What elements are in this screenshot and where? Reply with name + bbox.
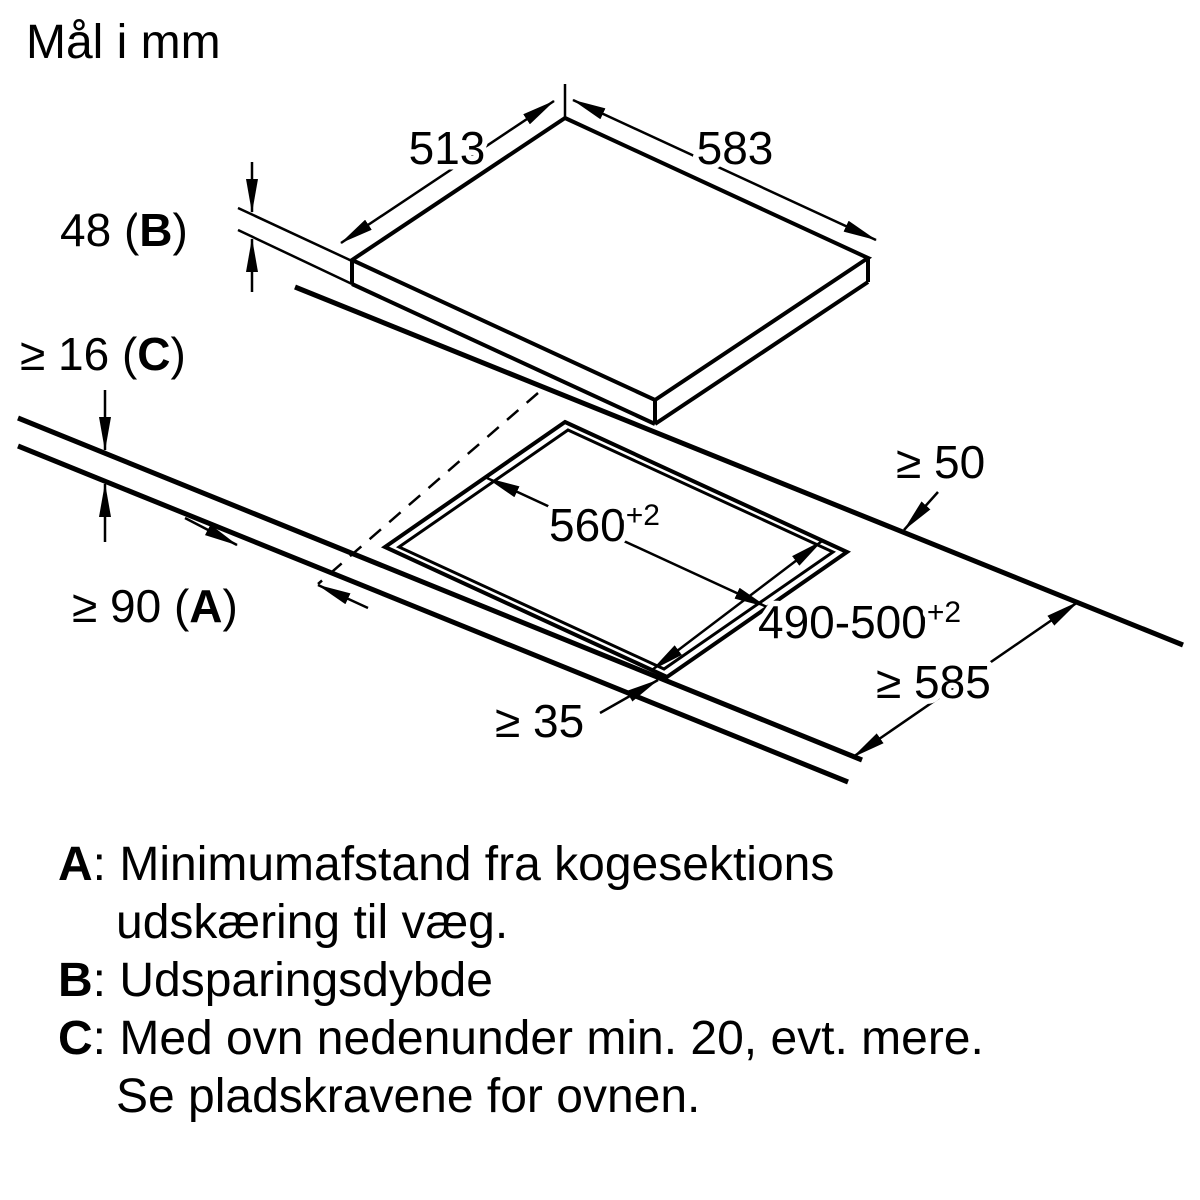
- worktop-back-wall-line: [294, 284, 1184, 648]
- legend-letter-c: C: [58, 1012, 93, 1065]
- page-title: Mål i mm: [26, 16, 221, 69]
- dim-label-front-clearance: ≥ 35: [495, 695, 584, 747]
- dim-hob-depth: [572, 98, 877, 242]
- dim-arrow-side-clearance-lower: [317, 583, 369, 610]
- dim-label-height-post: ): [173, 204, 188, 256]
- dim-arrow-rear-clearance: [903, 491, 939, 531]
- dim-label-build-in-height: 48 (B): [60, 204, 188, 256]
- dim-side-wall-clearance: [184, 516, 369, 610]
- dim-label-cutout-depth-base: 490-500: [758, 596, 927, 648]
- legend-item-c-line1: C: Med ovn nedenunder min. 20, evt. mere…: [58, 1012, 984, 1065]
- legend-text-b: : Udsparingsdybde: [93, 954, 493, 1007]
- dim-label-cutout-depth: 490-500+2: [758, 596, 961, 648]
- legend-item-b-line1: B: Udsparingsdybde: [58, 954, 493, 1007]
- dim-label-height-pre: 48 (: [60, 204, 140, 256]
- cooktop-bottom-left-edge: [351, 282, 656, 426]
- dim-label-side-letter: A: [189, 580, 222, 632]
- extension-line-bottom: [237, 228, 353, 286]
- dim-hob-width: [340, 99, 555, 245]
- dim-label-side-pre: ≥ 90 (: [72, 580, 190, 632]
- dim-label-worktop-thickness: ≥ 16 (C): [20, 328, 186, 380]
- dim-build-in-height: [237, 162, 353, 292]
- legend-item-a-line1: A: Minimumafstand fra kogesektions: [58, 838, 834, 891]
- dim-label-height-letter: B: [139, 204, 172, 256]
- worktop: [17, 284, 1184, 785]
- dim-min-worktop-depth: [852, 600, 1079, 759]
- worktop-front-edge-bottom-line: [17, 443, 849, 785]
- dim-front-clearance: [599, 678, 659, 715]
- dim-line-cutout-depth: [651, 540, 823, 671]
- legend: A: Minimumafstand fra kogesektions udskæ…: [58, 838, 984, 1123]
- dim-arrow-side-clearance-upper: [184, 516, 238, 547]
- legend-item-c-line2: Se pladskravene for ovnen.: [116, 1070, 700, 1123]
- dim-label-thickness-pre: ≥ 16 (: [20, 328, 138, 380]
- dim-label-cutout-width: 560+2: [549, 499, 660, 551]
- dim-label-hob-width: 513: [409, 122, 486, 174]
- legend-letter-a: A: [58, 838, 93, 891]
- dim-line-hob-depth: [572, 98, 877, 242]
- dim-label-worktop-depth: ≥ 585: [876, 656, 991, 708]
- dim-label-thickness-letter: C: [137, 328, 170, 380]
- legend-letter-b: B: [58, 954, 93, 1007]
- dim-label-cutout-depth-sup: +2: [927, 596, 961, 629]
- dim-label-side-clearance: ≥ 90 (A): [72, 580, 238, 632]
- worktop-front-edge-top-line: [17, 415, 863, 763]
- dim-line-worktop-depth: [852, 600, 1079, 759]
- extension-line-top: [237, 206, 353, 263]
- dim-label-thickness-post: ): [171, 328, 186, 380]
- dim-rear-wall-clearance: [903, 491, 939, 531]
- dim-label-cutout-width-sup: +2: [626, 499, 660, 532]
- dim-line-hob-width: [340, 99, 555, 245]
- dim-label-rear-clearance: ≥ 50: [896, 436, 985, 488]
- legend-text-a: : Minimumafstand fra kogesektions: [93, 838, 835, 891]
- dim-label-hob-depth: 583: [697, 122, 774, 174]
- dim-arrow-front-clearance: [599, 678, 659, 715]
- dim-cutout-depth: [651, 540, 823, 671]
- legend-item-a-line2: udskæring til væg.: [116, 896, 508, 949]
- dim-label-side-post: ): [223, 580, 238, 632]
- legend-text-c: : Med ovn nedenunder min. 20, evt. mere.: [93, 1012, 984, 1065]
- dim-label-cutout-width-base: 560: [549, 499, 626, 551]
- cooktop-bottom-right-edge: [653, 280, 870, 426]
- alignment-dashed-line: [317, 392, 539, 585]
